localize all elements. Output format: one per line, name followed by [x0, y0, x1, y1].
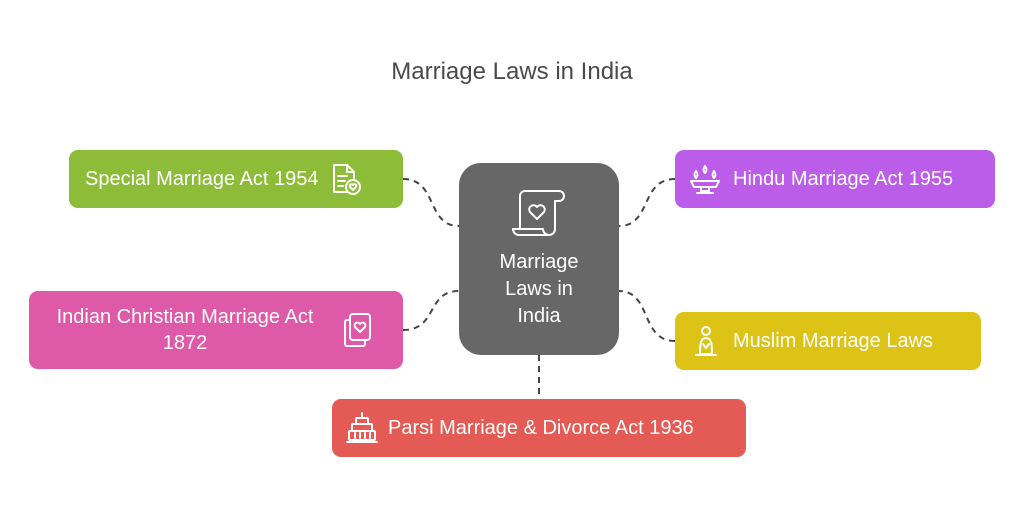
scroll-heart-icon — [509, 185, 569, 246]
connector-christian — [402, 290, 460, 331]
parsi-marriage-act-node: Parsi Marriage & Divorce Act 1936 — [332, 399, 746, 457]
connector-muslim — [618, 290, 676, 342]
document-heart-icon — [328, 162, 362, 196]
praying-person-icon — [693, 324, 719, 358]
christian-marriage-act-label: Indian Christian Marriage Act 1872 — [56, 306, 314, 354]
special-marriage-act-node: Special Marriage Act 1954 — [69, 150, 403, 208]
connector-hindu — [618, 178, 676, 227]
certificate-heart-icon — [341, 311, 375, 349]
center-label: Marriage Laws in India — [499, 251, 579, 327]
wedding-cake-icon — [346, 411, 378, 445]
special-marriage-act-label: Special Marriage Act 1954 — [85, 167, 319, 190]
parsi-marriage-act-label: Parsi Marriage & Divorce Act 1936 — [388, 416, 694, 439]
center-node: Marriage Laws in India — [459, 163, 619, 355]
christian-marriage-act-node: Indian Christian Marriage Act 1872 — [29, 291, 403, 369]
muslim-marriage-laws-label: Muslim Marriage Laws — [733, 329, 934, 352]
connector-special — [402, 178, 460, 227]
muslim-marriage-laws-node: Muslim Marriage Laws — [675, 312, 981, 370]
ritual-lamp-icon — [687, 162, 723, 196]
hindu-marriage-act-node: Hindu Marriage Act 1955 — [675, 150, 995, 208]
diagram-title: Marriage Laws in India — [391, 58, 633, 85]
hindu-marriage-act-label: Hindu Marriage Act 1955 — [733, 167, 954, 190]
